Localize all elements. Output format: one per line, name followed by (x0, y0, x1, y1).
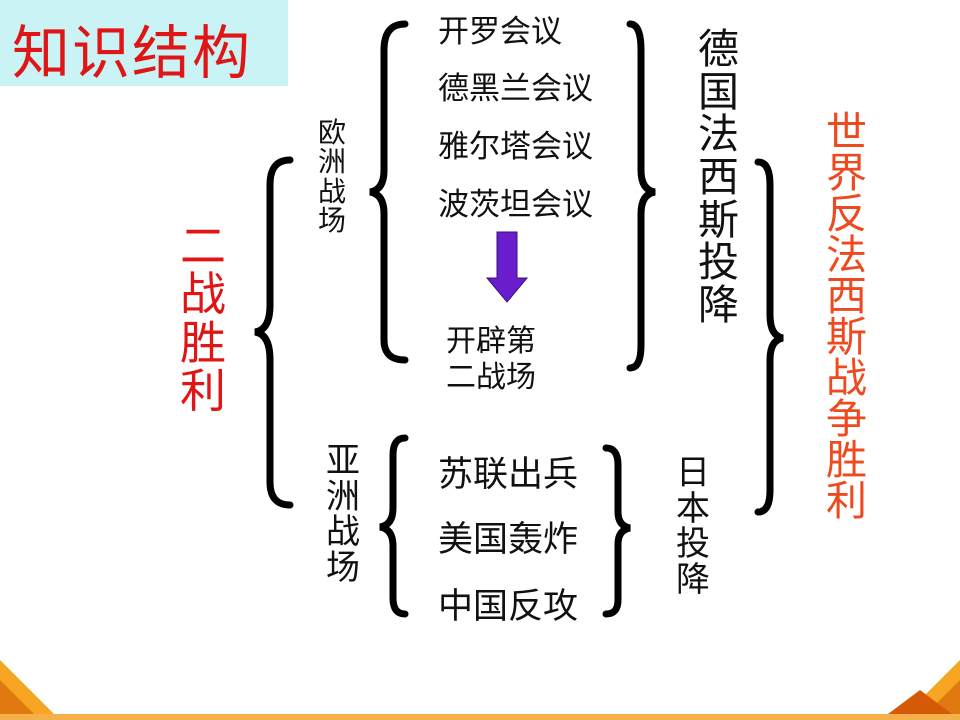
conference-item: 开罗会议 (438, 14, 562, 50)
conference-item: 波茨坦会议 (438, 187, 593, 223)
conference-item: 雅尔塔会议 (438, 129, 593, 165)
vertical-char: 胜 (826, 436, 867, 484)
asia-event-item: 中国反攻 (438, 587, 579, 627)
vertical-char: 反 (826, 190, 867, 238)
vertical-char: 法 (826, 231, 867, 279)
right-brace (754, 158, 784, 516)
europe-left-brace (369, 20, 409, 364)
title-banner: 知识结构 (0, 0, 288, 87)
vertical-char: 洲 (326, 476, 360, 517)
asia-label: 亚洲战场 (326, 441, 360, 589)
vertical-char: 法 (698, 110, 739, 159)
vertical-char: 国 (698, 67, 739, 116)
vertical-char: 本 (676, 488, 710, 529)
vertical-char: 胜 (180, 315, 226, 370)
second-front-line2: 二战场 (446, 360, 536, 395)
conference-item: 德黑兰会议 (438, 71, 593, 107)
vertical-char: 降 (698, 280, 739, 329)
vertical-char: 场 (326, 548, 360, 589)
right-label: 世界反法西斯战争胜利 (826, 112, 867, 522)
vertical-char: 争 (826, 395, 867, 443)
vertical-char: 世 (826, 108, 867, 156)
vertical-char: 斯 (698, 195, 739, 244)
vertical-char: 利 (180, 363, 226, 418)
vertical-char: 战 (318, 174, 347, 208)
asia-right-brace (602, 444, 631, 618)
vertical-char: 洲 (318, 145, 347, 179)
asia-event-item: 美国轰炸 (438, 520, 579, 560)
vertical-char: 投 (676, 524, 710, 565)
vertical-char: 二 (180, 219, 226, 273)
asia-event-item: 苏联出兵 (438, 455, 579, 495)
europe-right-brace (626, 20, 656, 372)
page-title: 知识结构 (12, 19, 253, 87)
vertical-char: 西 (698, 152, 739, 201)
vertical-char: 场 (318, 204, 347, 238)
vertical-char: 西 (826, 272, 867, 320)
bottom-decoration (0, 660, 960, 720)
vertical-char: 日 (676, 453, 710, 493)
left-label: 二战胜利 (180, 222, 226, 415)
vertical-char: 利 (826, 477, 867, 525)
vertical-char: 战 (826, 354, 867, 402)
vertical-char: 战 (326, 512, 360, 553)
europe-label: 欧洲战场 (318, 118, 346, 236)
germany-surrender-label: 德国法西斯投降 (698, 28, 739, 326)
left-brace (254, 156, 294, 509)
vertical-char: 界 (826, 149, 867, 197)
vertical-char: 斯 (826, 313, 867, 361)
asia-left-brace (379, 434, 409, 618)
second-front-line1: 开辟第 (446, 324, 536, 359)
vertical-char: 亚 (326, 441, 360, 481)
vertical-char: 德 (698, 25, 739, 73)
vertical-char: 投 (698, 238, 739, 287)
japan-surrender-label: 日本投降 (676, 453, 710, 601)
vertical-char: 降 (676, 560, 710, 601)
down-arrow-icon (485, 231, 529, 303)
vertical-char: 战 (180, 267, 226, 322)
vertical-char: 欧 (318, 116, 347, 149)
